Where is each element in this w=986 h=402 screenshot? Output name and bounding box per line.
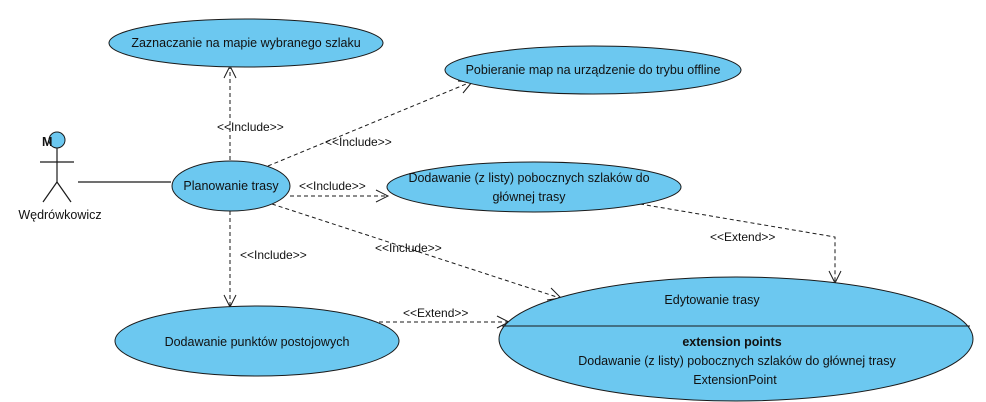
use-case-edytowanie-trasy[interactable]: Edytowanie trasy extension points Dodawa…: [498, 276, 974, 402]
extension-point-2: ExtensionPoint: [693, 373, 777, 387]
use-case-edytowanie-trasy-title: Edytowanie trasy: [664, 293, 760, 307]
include-label-szlaki: <<Include>>: [299, 179, 366, 193]
use-case-planowanie[interactable]: Planowanie trasy: [171, 160, 291, 212]
include-label-punkty: <<Include>>: [240, 248, 307, 262]
use-case-planowanie-shape: [171, 160, 291, 212]
include-connector-edytowanie: [271, 203, 561, 299]
use-case-zaznaczanie-shape: [108, 18, 384, 68]
use-case-zaznaczanie-label: Zaznaczanie na mapie wybranego szlaku: [131, 36, 360, 50]
use-case-pobieranie-label: Pobieranie map na urządzenie do trybu of…: [466, 63, 721, 77]
extend-connector-szlaki: [639, 203, 836, 282]
include-label-pobieranie: <<Include>>: [325, 135, 392, 149]
use-case-dodawanie-szlakow[interactable]: Dodawanie (z listy) pobocznych szlaków d…: [386, 161, 682, 213]
use-case-punkty-postojowe[interactable]: Dodawanie punktów postojowych: [114, 305, 400, 377]
extension-points-header: extension points: [682, 335, 781, 349]
actor-name: Wędrówkowicz: [18, 208, 101, 222]
use-case-dodawanie-szlakow-shape: [386, 161, 682, 213]
use-case-dodawanie-szlakow-label-line2: głównej trasy: [493, 190, 567, 204]
actor-right-leg: [56, 181, 72, 203]
include-label-zaznaczanie: <<Include>>: [217, 120, 284, 134]
use-case-edytowanie-trasy-shape: [498, 276, 974, 402]
extend-label-szlaki: <<Extend>>: [710, 230, 775, 244]
use-case-zaznaczanie[interactable]: Zaznaczanie na mapie wybranego szlaku: [108, 18, 384, 68]
use-case-pobieranie-shape: [444, 45, 742, 95]
include-arrowhead-szlaki: [375, 189, 390, 203]
use-case-planowanie-label: Planowanie trasy: [183, 179, 279, 193]
use-case-punkty-postojowe-shape: [114, 305, 400, 377]
actor-left-leg: [42, 181, 58, 203]
use-case-punkty-postojowe-label: Dodawanie punktów postojowych: [165, 335, 350, 349]
actor-wedrowkowicz[interactable]: M Wędrówkowicz: [18, 131, 102, 222]
extend-label-punkty: <<Extend>>: [403, 306, 468, 320]
extension-point-1: Dodawanie (z listy) pobocznych szlaków d…: [578, 354, 896, 368]
actor-mark: M: [42, 135, 52, 149]
include-label-edytowanie: <<Include>>: [375, 241, 442, 255]
include-connector-pobieranie: [267, 81, 472, 167]
use-case-dodawanie-szlakow-label-line1: Dodawanie (z listy) pobocznych szlaków d…: [408, 171, 649, 185]
use-case-pobieranie[interactable]: Pobieranie map na urządzenie do trybu of…: [444, 45, 742, 95]
